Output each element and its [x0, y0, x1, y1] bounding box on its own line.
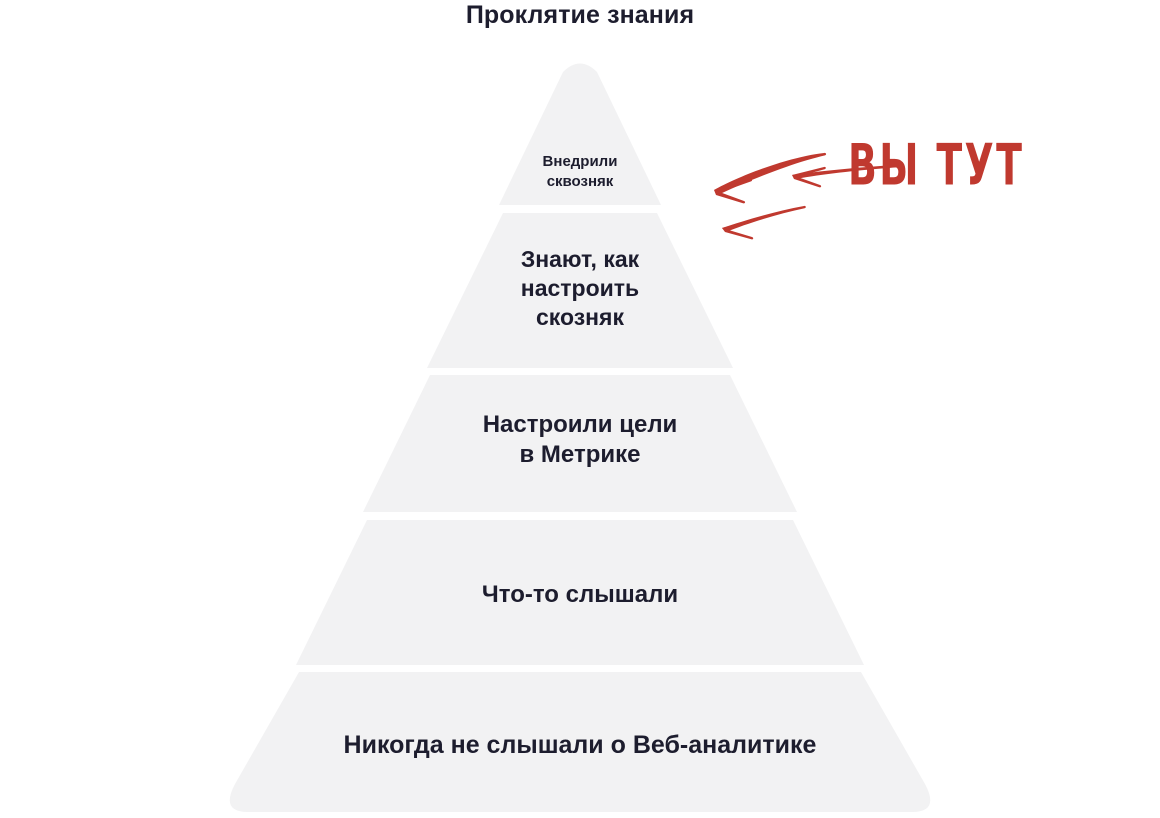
you-are-here-label: ВЫ ТУТ — [848, 131, 1025, 199]
page-title: Проклятие знания — [465, 1, 695, 29]
you-are-here-annotation: ВЫ ТУТ — [700, 125, 1040, 240]
annotation-arrows-icon — [714, 152, 898, 240]
pyramid-tier-1-shape[interactable] — [499, 63, 661, 206]
pyramid-tier-3-shape[interactable] — [363, 375, 797, 512]
pyramid-tier-5-shape[interactable] — [229, 672, 931, 812]
pyramid-tier-2-shape[interactable] — [427, 213, 733, 368]
pyramid-tier-4-shape[interactable] — [296, 520, 864, 665]
